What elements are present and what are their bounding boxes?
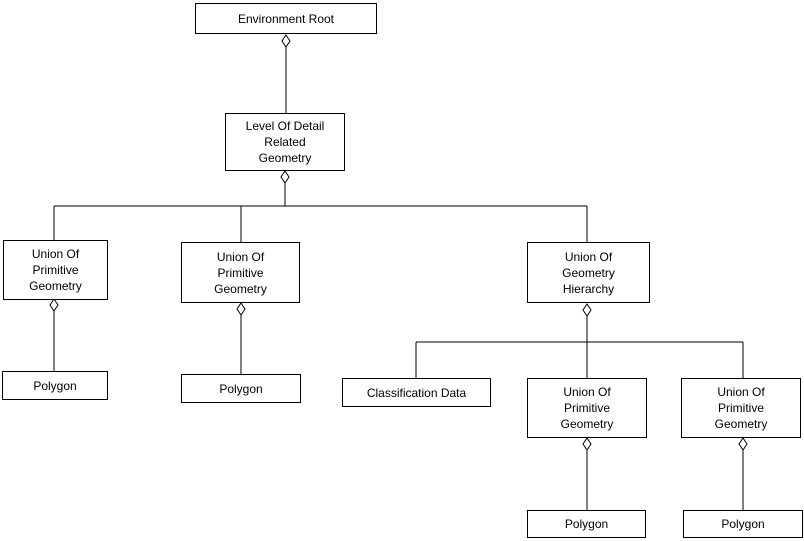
edge-upg4-to-polygon4	[738, 437, 748, 510]
aggregation-diamond-icon	[280, 170, 290, 184]
aggregation-diamond-icon	[236, 302, 246, 316]
node-polygon-4: Polygon	[683, 510, 803, 538]
aggregation-diamond-icon	[281, 34, 291, 48]
node-environment-root: Environment Root	[195, 3, 377, 34]
aggregation-diamond-icon	[582, 437, 592, 451]
edge-ugh-to-children	[415, 303, 744, 378]
edge-lod-to-children	[53, 170, 588, 242]
node-polygon-2: Polygon	[181, 374, 301, 403]
edge-upg1-to-polygon1	[49, 298, 59, 371]
node-polygon-3: Polygon	[527, 510, 646, 538]
aggregation-diamond-icon	[582, 303, 592, 317]
node-union-of-primitive-geometry-4: Union Of Primitive Geometry	[681, 378, 801, 438]
node-classification-data: Classification Data	[342, 378, 491, 407]
node-polygon-1: Polygon	[2, 371, 108, 400]
aggregation-diamond-icon	[738, 437, 748, 451]
node-union-of-geometry-hierarchy: Union Of Geometry Hierarchy	[527, 242, 650, 303]
node-union-of-primitive-geometry-2: Union Of Primitive Geometry	[181, 242, 300, 303]
node-union-of-primitive-geometry-3: Union Of Primitive Geometry	[527, 378, 647, 438]
aggregation-diamond-icon	[49, 298, 59, 312]
node-level-of-detail-related-geometry: Level Of Detail Related Geometry	[225, 113, 345, 171]
edge-upg2-to-polygon2	[236, 302, 246, 374]
node-union-of-primitive-geometry-1: Union Of Primitive Geometry	[3, 240, 108, 300]
edge-upg3-to-polygon3	[582, 437, 592, 510]
edge-environment-root-to-lod	[281, 34, 291, 113]
